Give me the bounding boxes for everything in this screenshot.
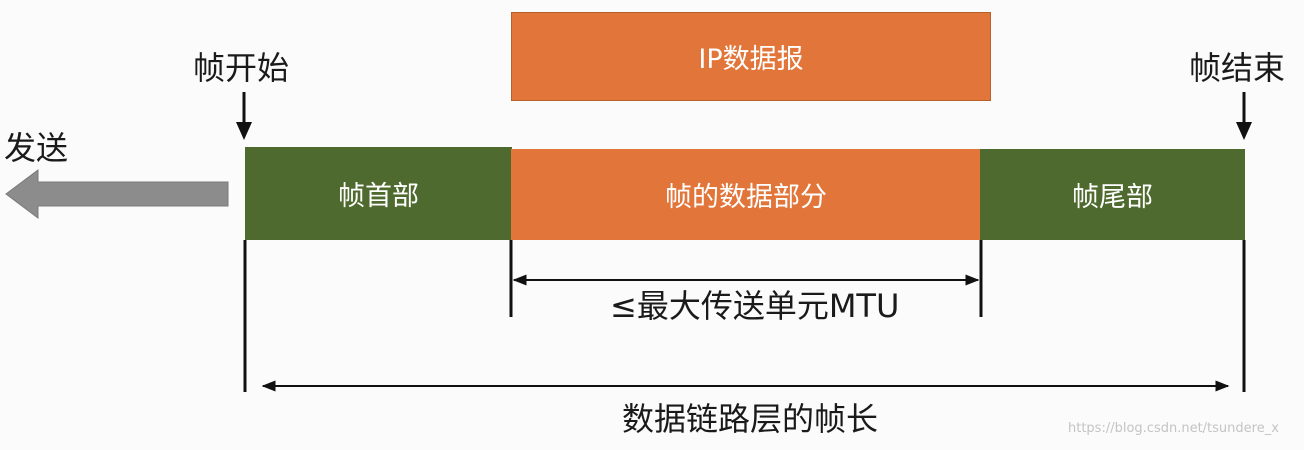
frame-payload-box: 帧的数据部分 [511,149,981,240]
frame-trailer-box: 帧尾部 [980,149,1245,240]
frame-start-arrow-icon [236,92,252,140]
frame-end-arrow-icon [1236,92,1252,140]
watermark: https://blog.csdn.net/tsundere_x [1068,421,1279,436]
frame-length-label: 数据链路层的帧长 [622,400,879,438]
mtu-label: ≤最大传送单元MTU [610,287,900,325]
frame-header-label: 帧首部 [338,181,419,212]
frame-payload-label: 帧的数据部分 [665,182,827,213]
frame-trailer-label: 帧尾部 [1072,182,1153,213]
ip-datagram-label: IP数据报 [698,44,804,75]
send-label: 发送 [4,129,69,167]
frame-start-label: 帧开始 [193,49,290,87]
frame-end-label: 帧结束 [1189,49,1286,87]
ip-datagram-box: IP数据报 [511,12,991,101]
send-arrow-icon [5,169,229,219]
frame-header-box: 帧首部 [245,147,512,240]
